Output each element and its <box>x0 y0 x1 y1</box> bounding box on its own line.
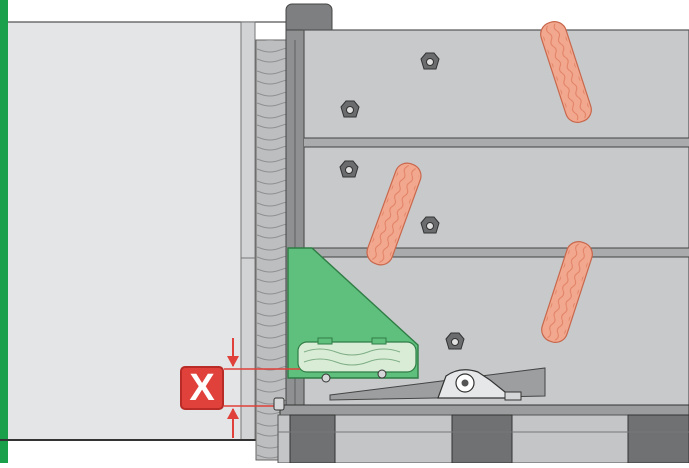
wall-edge <box>240 21 256 441</box>
wood-block-icon <box>366 162 422 266</box>
dimension-arrow-icon <box>224 338 300 438</box>
latch-icon <box>329 367 546 401</box>
dimension-label-badge: X <box>180 366 224 410</box>
bolt-icon <box>340 100 360 118</box>
wood-block-icon <box>541 241 593 343</box>
bottom-rail <box>279 404 689 416</box>
bolt-icon <box>420 216 440 234</box>
bolt-icon <box>339 160 359 178</box>
spacer-bracket <box>287 247 419 383</box>
wood-block-icon <box>540 21 592 123</box>
bolt-icon <box>420 52 440 70</box>
door-joint-1 <box>304 138 689 147</box>
door-joint-2 <box>304 248 689 257</box>
accent-strip <box>0 0 8 463</box>
bolt-icon <box>445 332 465 350</box>
